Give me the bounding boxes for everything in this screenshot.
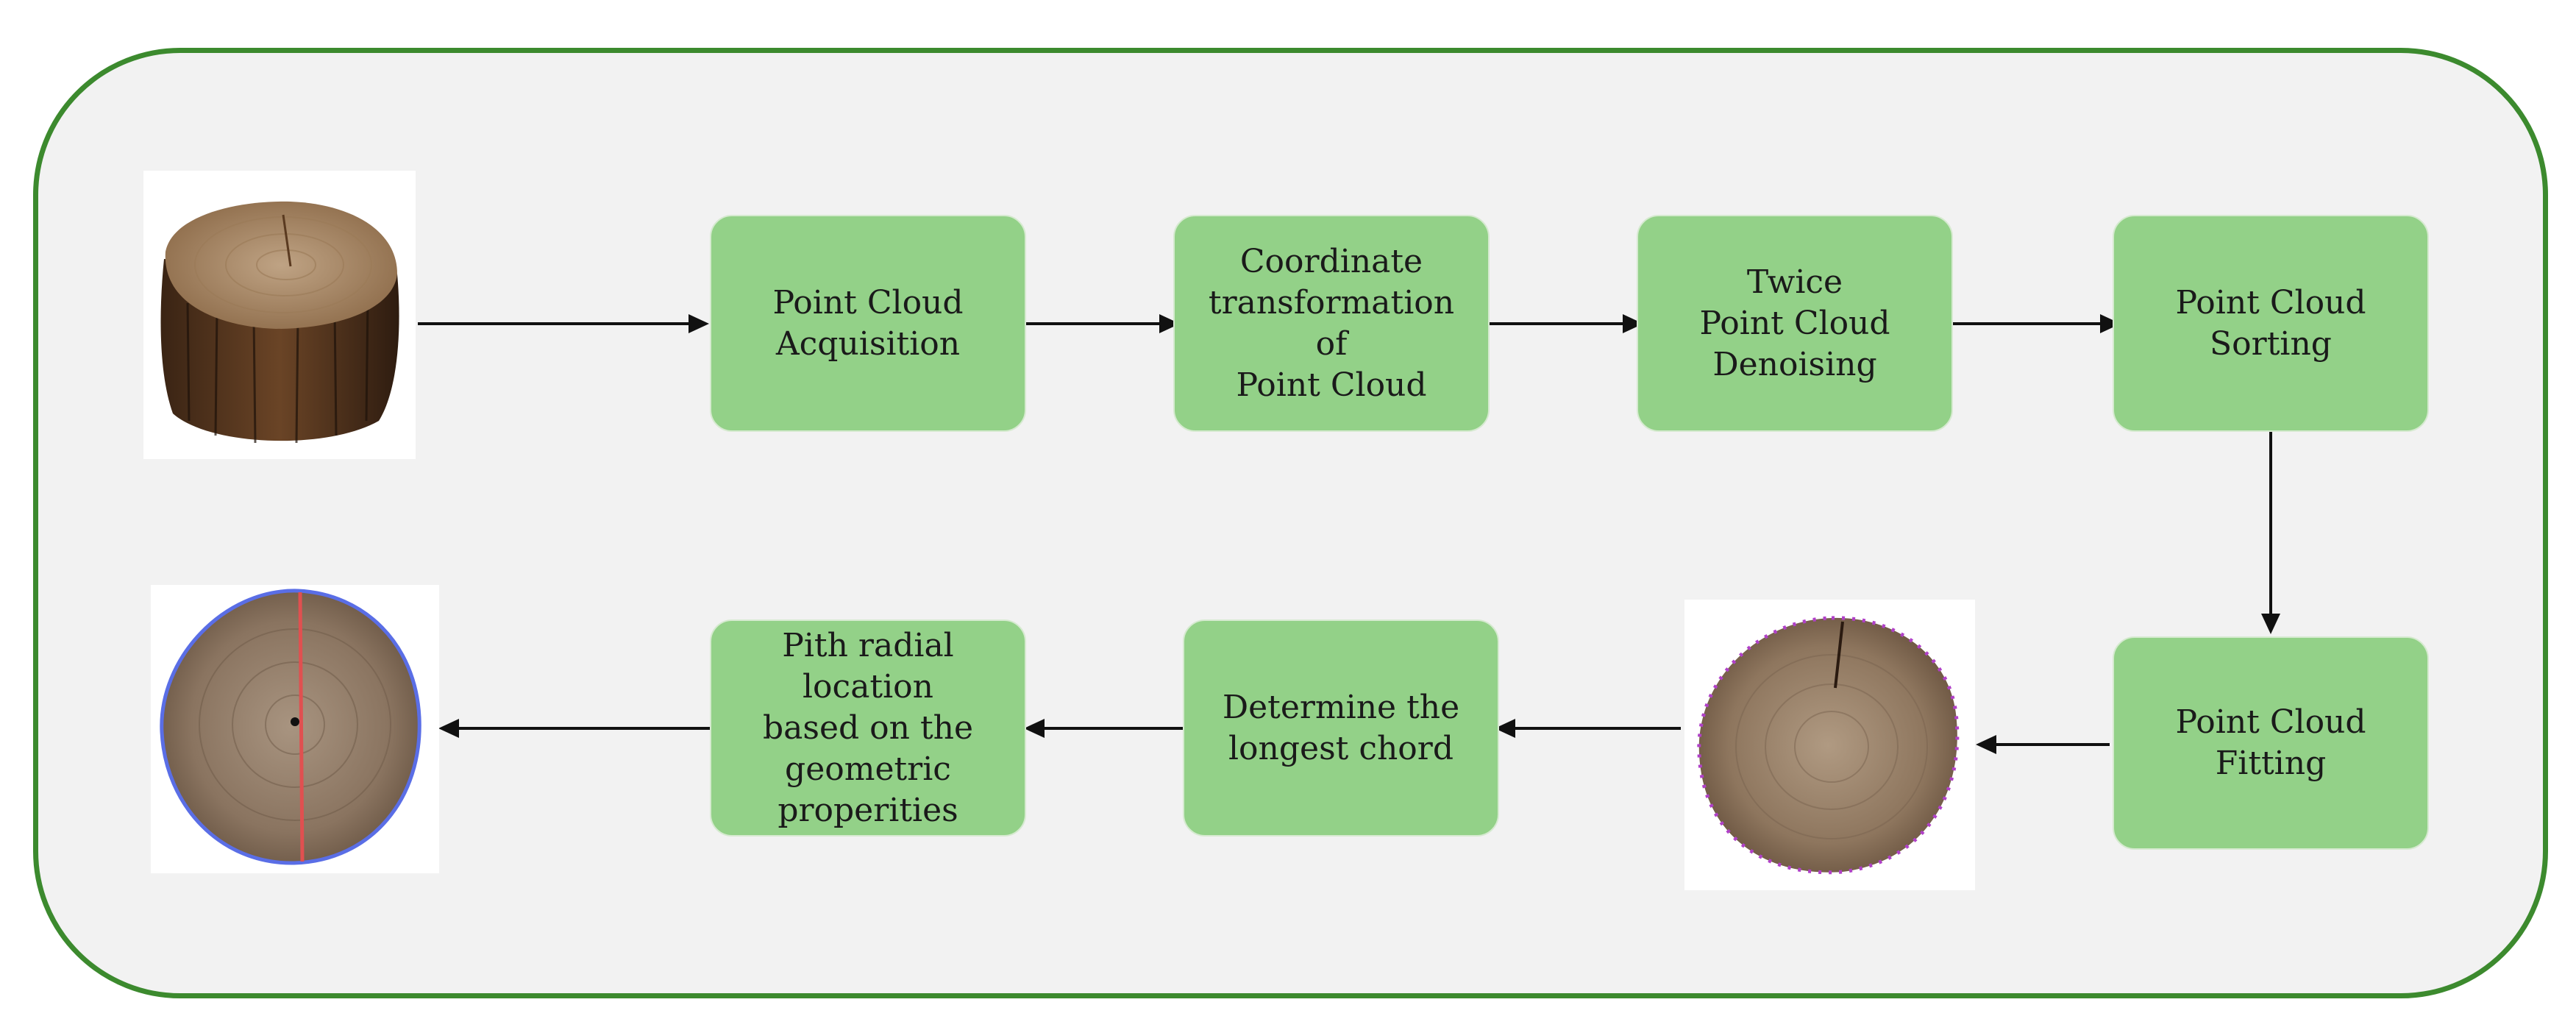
step-label-line: Point Cloud — [1236, 366, 1427, 404]
arrowhead — [689, 314, 709, 333]
step-pith-location: Pith radial location based on the geomet… — [710, 619, 1026, 837]
step-label-line: Sorting — [2210, 324, 2332, 363]
step-label-line: Fitting — [2215, 745, 2327, 782]
step-point-cloud-acquisition: Point Cloud Acquisition — [710, 215, 1026, 432]
step-longest-chord: Determine the longest chord — [1183, 619, 1499, 837]
step-label-line: Point Cloud — [2175, 283, 2366, 322]
pith-located-cross-section-photo — [151, 585, 439, 873]
step-label-line: geometric — [785, 750, 951, 788]
step-label-line: Point Cloud — [2175, 703, 2366, 741]
step-label-line: Acquisition — [775, 324, 961, 363]
step-point-cloud-fitting: Point Cloud Fitting — [2113, 636, 2429, 850]
step-label-line: Point Cloud — [772, 283, 964, 322]
arrowhead — [1495, 719, 1515, 738]
step-label-line: Coordinate — [1239, 242, 1423, 280]
step-label-line: properities — [778, 791, 958, 829]
arrowhead — [1623, 314, 1643, 333]
step-label-line: transformation of — [1208, 283, 1455, 363]
step-coordinate-transformation: Coordinate transformation of Point Cloud — [1173, 215, 1490, 432]
step-label-line: Twice — [1746, 263, 1843, 301]
fitted-cross-section-photo — [1684, 600, 1975, 890]
step-point-cloud-sorting: Point Cloud Sorting — [2113, 215, 2429, 432]
arrowhead — [1159, 314, 1180, 333]
step-twice-denoising: Twice Point Cloud Denoising — [1637, 215, 1953, 432]
step-label-line: based on the — [762, 708, 974, 747]
arrowhead — [1024, 719, 1045, 738]
log-stump-photo — [143, 171, 416, 459]
step-label-line: Pith radial location — [782, 626, 954, 706]
step-label-line: Determine the — [1222, 688, 1460, 726]
step-label-line: Point Cloud — [1699, 304, 1890, 342]
arrowhead — [2100, 314, 2121, 333]
step-label-line: longest chord — [1228, 729, 1454, 767]
step-label-line: Denoising — [1712, 345, 1877, 383]
arrowhead — [2261, 614, 2280, 634]
arrowhead — [1976, 735, 1996, 754]
arrowhead — [438, 719, 459, 738]
